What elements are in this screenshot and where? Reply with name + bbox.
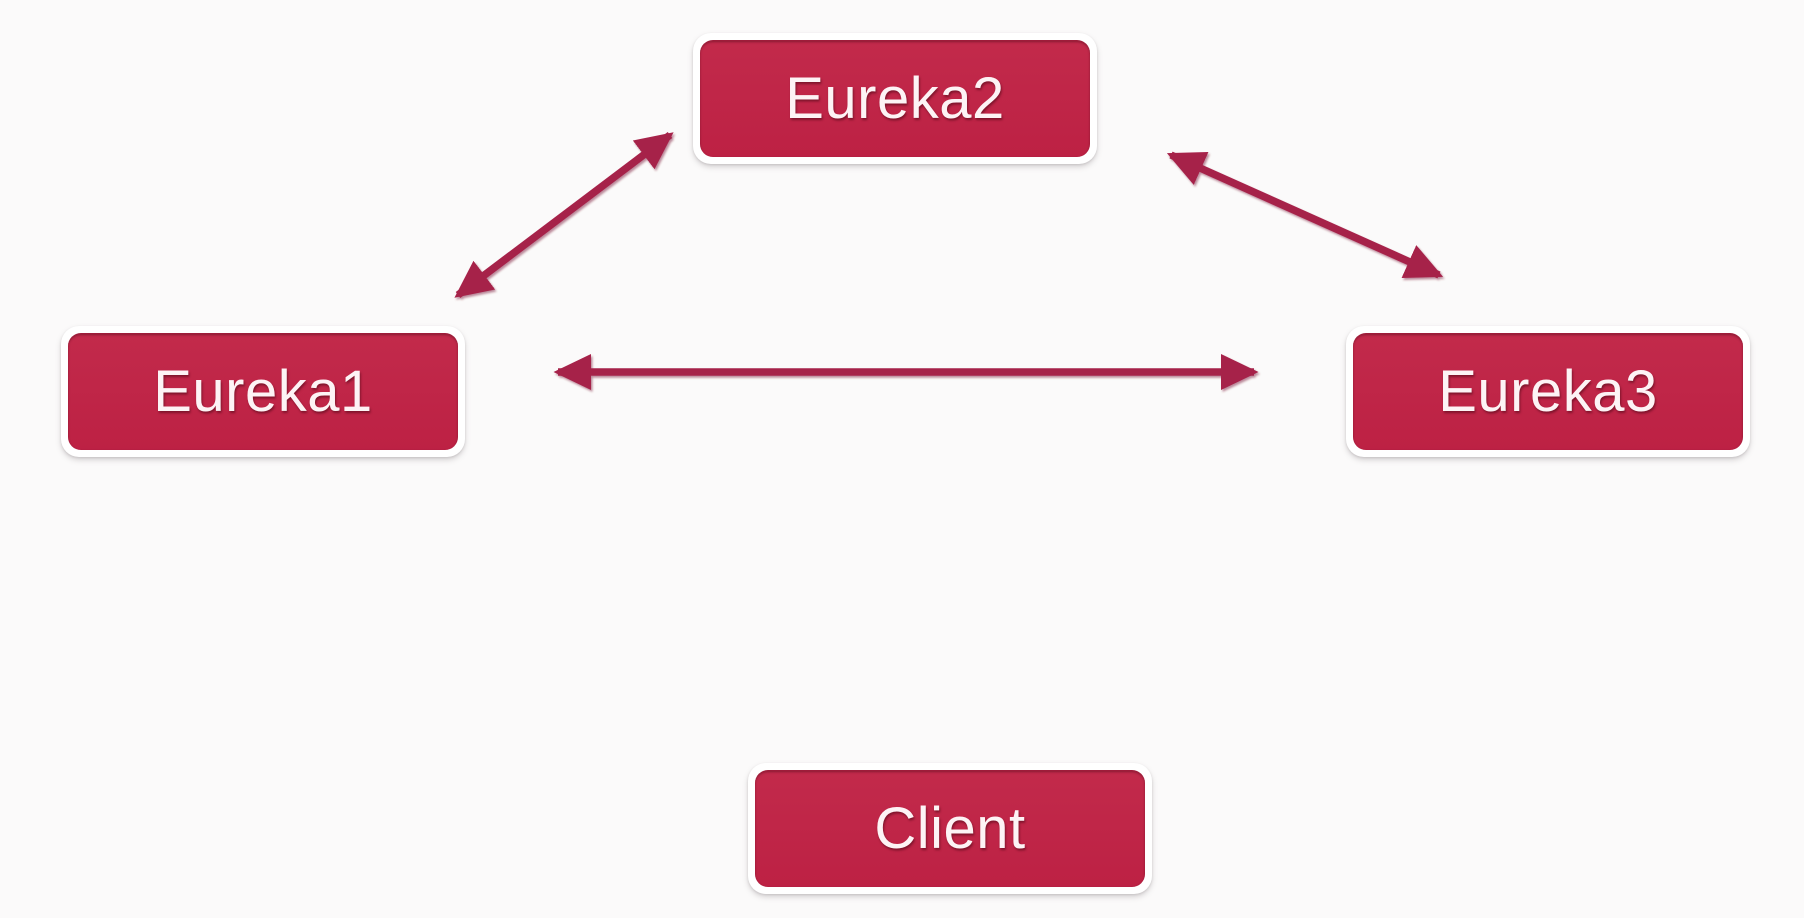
node-eureka2-body: Eureka2 — [700, 40, 1090, 157]
connector-eureka1-eureka2 — [454, 132, 674, 298]
node-eureka1-body: Eureka1 — [68, 333, 458, 450]
node-eureka1[interactable]: Eureka1 — [61, 326, 465, 457]
node-eureka2-label: Eureka2 — [785, 66, 1005, 131]
node-eureka1-label: Eureka1 — [153, 359, 373, 424]
node-eureka3[interactable]: Eureka3 — [1346, 326, 1750, 457]
node-client-body: Client — [755, 770, 1145, 887]
connector-eureka2-eureka3 — [1166, 151, 1444, 279]
node-client[interactable]: Client — [748, 763, 1152, 894]
node-eureka3-label: Eureka3 — [1438, 359, 1658, 424]
node-client-label: Client — [874, 796, 1026, 861]
node-eureka2[interactable]: Eureka2 — [693, 33, 1097, 164]
node-eureka3-body: Eureka3 — [1353, 333, 1743, 450]
